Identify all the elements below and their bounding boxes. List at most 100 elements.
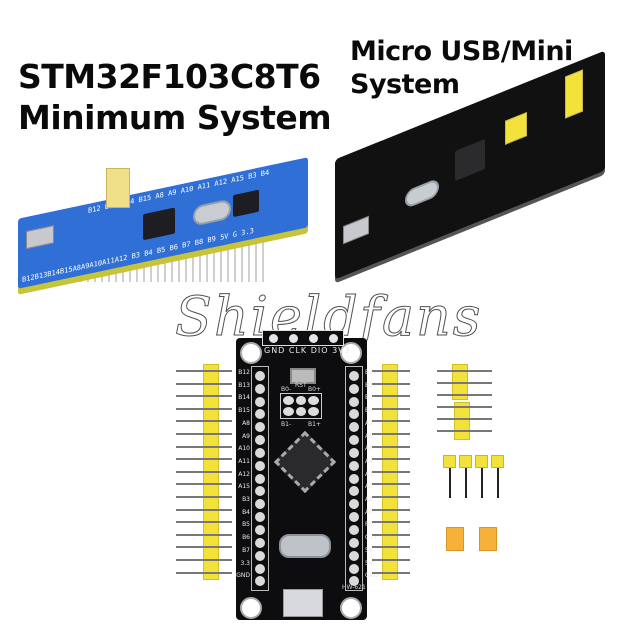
boot-pin-grid — [280, 393, 322, 419]
header-pin — [176, 521, 232, 524]
header-pin — [176, 370, 232, 372]
pin-pad — [255, 524, 265, 535]
header-pin — [372, 420, 410, 423]
pin-pad — [349, 512, 359, 523]
pin-label: A3 — [365, 470, 373, 478]
pin-label: B10 — [365, 381, 377, 389]
pin-label: A10 — [238, 445, 250, 453]
swd-header-angled — [565, 69, 583, 119]
pin-label: B4 — [242, 508, 250, 516]
pin-pad — [349, 370, 359, 381]
micro-usb-port-flat — [283, 589, 323, 617]
crystal-angled — [405, 177, 439, 210]
pin-pad — [255, 435, 265, 446]
header-pin — [437, 370, 492, 372]
mounting-hole — [340, 342, 362, 364]
header-pin — [437, 394, 492, 396]
header-pin — [437, 382, 492, 384]
pin-pad — [255, 486, 265, 497]
micro-usb-port-angled — [343, 215, 369, 245]
pin-label: A5 — [365, 445, 373, 453]
reset-button — [290, 368, 316, 384]
pin-pad — [349, 473, 359, 484]
pin-pad — [349, 409, 359, 420]
header-pin — [176, 382, 232, 385]
pin-pad — [349, 486, 359, 497]
pin-label: A0 — [365, 508, 373, 516]
pin-label: B7 — [242, 546, 250, 554]
header-pin — [372, 458, 410, 461]
header-pin — [372, 521, 410, 524]
header-pin — [372, 370, 410, 372]
pin-pad — [255, 460, 265, 471]
left-pin-column — [251, 366, 269, 592]
header-pin — [176, 546, 232, 549]
header-pin — [176, 496, 232, 498]
pin-label: B13 — [238, 381, 250, 389]
pin-pad — [255, 370, 265, 381]
board-model-label: HW-621 — [342, 584, 366, 591]
header-pin — [176, 433, 232, 435]
pin-label: B5 — [242, 521, 250, 529]
mounting-hole — [240, 342, 262, 364]
header-pin — [176, 445, 232, 448]
boot-header-angled — [505, 111, 527, 145]
crystal-oscillator — [193, 198, 231, 227]
pin-pad — [255, 409, 265, 420]
right-pin-column — [345, 366, 363, 592]
header-pin — [176, 395, 232, 398]
pin-label: B15 — [238, 407, 250, 415]
header-pin — [372, 433, 410, 435]
pin-label: B0 — [365, 407, 373, 415]
boot1-plus-label: B1+ — [308, 421, 321, 428]
header-pin — [372, 533, 410, 536]
jumper-cap — [446, 527, 464, 551]
pin-pad — [349, 383, 359, 394]
pin-label: C13 — [365, 534, 377, 542]
pin-pad — [255, 499, 265, 510]
pin-label: A7 — [365, 419, 373, 427]
boot0-plus-label: B0+ — [308, 386, 321, 393]
pin-pad — [255, 473, 265, 484]
header-pin — [176, 470, 232, 473]
mounting-hole — [240, 597, 262, 619]
pin-label: 5V — [365, 546, 373, 554]
header-pin — [372, 546, 410, 549]
header-pin — [176, 533, 232, 536]
pin-pad — [255, 563, 265, 574]
pin-label: A9 — [242, 432, 250, 440]
swd-header-pads — [262, 330, 344, 346]
header-pin — [372, 559, 410, 561]
header-pin — [176, 458, 232, 461]
pin-pad — [255, 447, 265, 458]
pin-label: B14 — [238, 394, 250, 402]
pin-label: GND — [365, 572, 379, 580]
pin-pad — [255, 512, 265, 523]
header-pin — [372, 445, 410, 448]
pin-pad — [255, 576, 265, 587]
pin-label: A1 — [365, 496, 373, 503]
pin-label: B3 — [242, 496, 250, 503]
pin-label: 5V — [365, 559, 373, 567]
pin-pad — [349, 460, 359, 471]
pin-label: A2 — [365, 483, 373, 491]
boot1-minus-label: B1- — [281, 421, 292, 428]
boot-jumper — [106, 168, 130, 208]
swd-labels: GND CLK DIO 3V3 — [264, 346, 351, 355]
header-pin — [437, 418, 492, 420]
product-title-model: STM32F103C8T6 — [18, 57, 321, 96]
pin-label: A15 — [238, 483, 250, 491]
pin-pad — [255, 383, 265, 394]
header-pin — [176, 420, 232, 423]
pin-label: A8 — [242, 419, 250, 427]
header-pin — [372, 483, 410, 486]
pin-pad — [349, 422, 359, 433]
pin-label: A11 — [238, 457, 250, 465]
pin-label: 3.3 — [240, 559, 250, 567]
pin-label: B12 — [238, 369, 250, 376]
header-pin — [372, 395, 410, 398]
header-pin — [372, 571, 410, 574]
product-title-left: STM32F103C8T6 Minimum System — [18, 57, 332, 142]
pin-label: A12 — [238, 470, 250, 478]
variant-title-line1: Micro USB/Mini — [350, 36, 573, 67]
